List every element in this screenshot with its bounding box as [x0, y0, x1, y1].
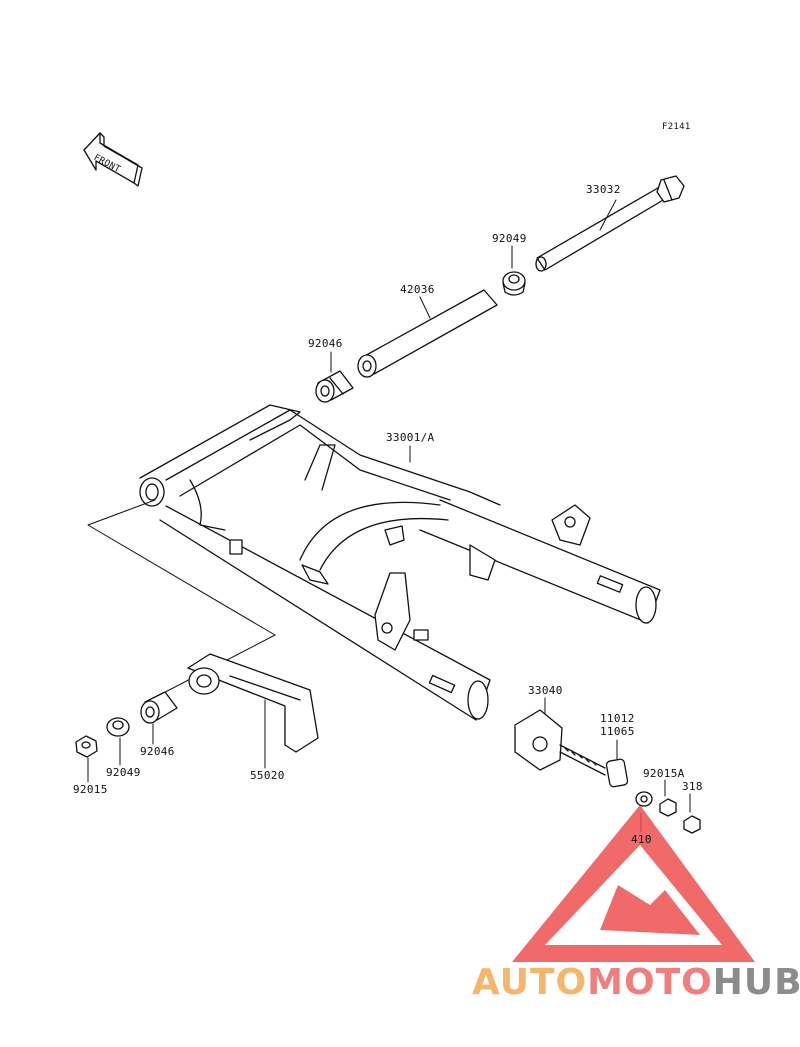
chain-slider-55020 — [187, 653, 319, 753]
label-33040: 33040 — [528, 684, 563, 697]
label-55020: 55020 — [250, 769, 285, 782]
watermark-moto: MOTO — [587, 962, 713, 1003]
label-92015A: 92015A — [643, 767, 685, 780]
bearing-92046-low — [140, 691, 178, 724]
collar-92049-low — [106, 717, 130, 737]
watermark-logo-icon — [512, 805, 755, 962]
plate-11012 — [605, 758, 629, 788]
label-92046-top: 92046 — [308, 337, 343, 350]
watermark-hub: HUB — [712, 962, 800, 1003]
label-42036: 42036 — [400, 283, 435, 296]
label-11012: 11012 — [600, 712, 635, 725]
front-arrow-icon — [83, 132, 143, 187]
label-33032: 33032 — [586, 183, 621, 196]
swing-arm-33001A — [139, 404, 661, 721]
label-410: 410 — [631, 833, 652, 846]
label-92049-low: 92049 — [106, 766, 141, 779]
pivot-shaft-33032 — [535, 175, 685, 272]
collar-92049-top — [502, 271, 526, 296]
watermark-auto: AUTO — [472, 962, 588, 1003]
label-33001A: 33001/A — [386, 431, 435, 444]
label-92046-low: 92046 — [140, 745, 175, 758]
label-92015: 92015 — [73, 783, 108, 796]
washer-410 — [635, 791, 653, 807]
label-318: 318 — [682, 780, 703, 793]
nut-92015A — [659, 798, 677, 817]
watermark-text: AUTOMOTOHUB — [472, 962, 800, 1003]
bearing-92046-top — [315, 370, 354, 403]
sleeve-42036 — [357, 289, 498, 378]
nut-318 — [683, 815, 701, 834]
nut-92015 — [75, 735, 98, 758]
label-92049-top: 92049 — [492, 232, 527, 245]
figure-code: F2141 — [662, 122, 691, 132]
chain-adjuster-33040 — [514, 709, 606, 776]
label-11065: 11065 — [600, 725, 635, 738]
